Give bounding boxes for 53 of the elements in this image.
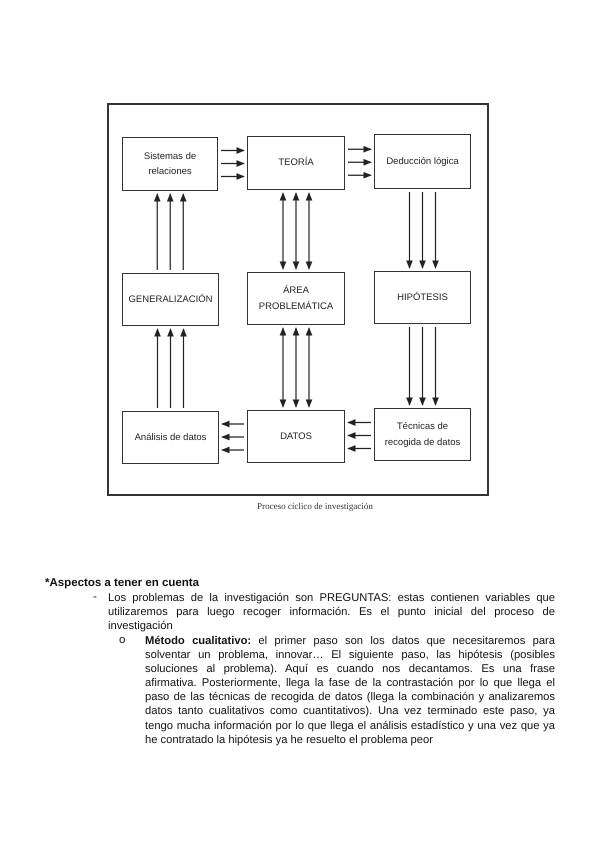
process-box [374,134,471,189]
figure-caption: Proceso cíclico de investigación [256,501,374,511]
arrow [292,327,300,408]
arrow [166,193,174,270]
arrow [348,172,372,179]
arrow [306,327,312,408]
arrow [347,432,371,439]
box-label: HIPÓTESIS [397,290,448,305]
arrow [180,328,187,408]
arrow [180,193,187,270]
bullet-marker: - [93,591,97,603]
box-label: ÁREA PROBLEMÁTICA [258,284,334,314]
process-box [122,137,218,191]
arrow [221,446,244,454]
process-box [374,271,471,324]
process-box [122,273,219,326]
arrow [419,327,426,406]
box-label: TEORÍA [278,156,314,170]
process-box [247,410,345,463]
arrow [221,147,245,154]
arrow [406,192,413,269]
arrow [221,160,245,167]
bullet-marker: o [119,634,126,646]
arrow [221,173,245,180]
box-label: Técnicas de recogida de datos [384,420,462,450]
arrow [432,327,439,406]
arrow [406,327,413,406]
paragraph: Método cualitativo: el primer paso son los datos que necesitaremos para solventar un problema, innovar… El siguiente paso, las hipótesis (posibles soluciones al problema). Aquí es cuando nos decantamos. Es una frase afirmativa. Posteriormente, llega la fase de la contrastación por lo que llega el paso de las técnicas de recogida de datos (llega la combinación y analizaremos datos tanto cualitativos como cuantitativos). Una vez terminado este paso, ya tengo mucha información por lo que llega el análisis estadístico y una vez que ya he contratado la hipótesis ya he resuelto el problema peor [145,634,555,747]
arrow [419,192,426,269]
process-box [247,136,345,190]
box-label: Sistemas de relaciones [142,150,198,179]
box-label: DATOS [280,430,312,444]
arrow [347,445,371,452]
box-label: Deducción lógica [386,154,459,169]
arrow [292,192,300,270]
arrow [280,327,286,408]
arrow [347,419,371,426]
arrow [221,434,244,440]
arrow [432,192,439,269]
process-box [247,272,345,325]
arrow [221,420,244,428]
arrow [306,192,312,270]
process-box [374,408,471,461]
box-label: GENERALIZACIÓN [128,292,212,307]
arrow [154,328,161,408]
arrow [348,146,372,153]
box-label: Análisis de datos [134,430,206,445]
process-box [122,411,219,464]
arrow [280,192,286,270]
section-heading: *Aspectos a tener en cuenta [45,577,200,589]
arrow [167,328,174,408]
arrow [154,193,161,270]
arrow [348,158,372,166]
